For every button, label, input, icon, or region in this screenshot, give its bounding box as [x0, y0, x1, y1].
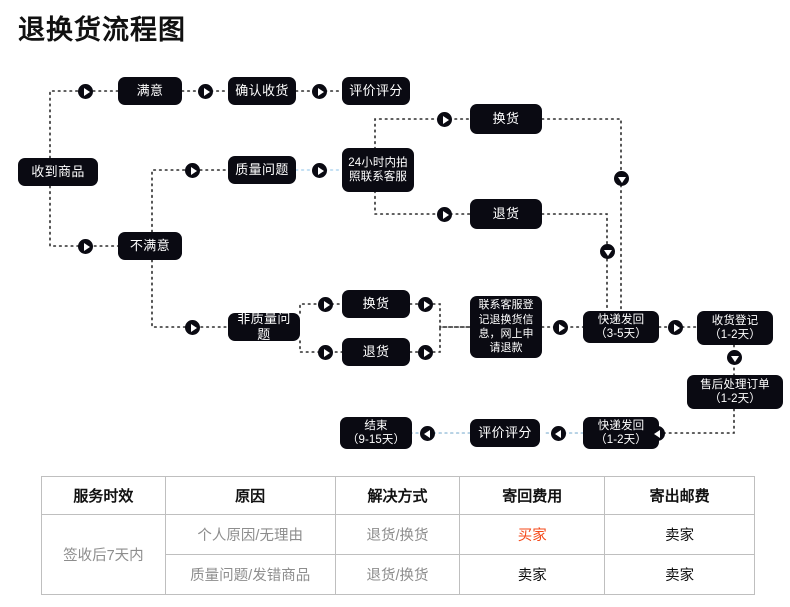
- arrow-unsatisfied-to-quality: [185, 163, 200, 178]
- node-return-bottom[interactable]: 退货: [342, 338, 410, 366]
- arrow-rate-to-finish: [420, 426, 435, 441]
- cell-ship-fee-2: 卖家: [604, 554, 755, 595]
- header-service-timeframe: 服务时效: [41, 476, 166, 515]
- node-finish-9-15-days[interactable]: 结束 （9-15天）: [340, 417, 412, 449]
- arrow-photo-to-exchange: [437, 112, 452, 127]
- node-receive[interactable]: 收到商品: [18, 158, 98, 186]
- arrow-satisfied-to-confirm: [198, 84, 213, 99]
- table-row: 质量问题/发错商品 退货/换货 卖家 卖家: [42, 554, 755, 595]
- arrow-confirm-to-rate: [312, 84, 327, 99]
- arrow-exchange-down: [614, 171, 629, 186]
- cell-return-fee-2: 卖家: [459, 554, 606, 595]
- cell-solution-2: 退货/换货: [334, 554, 461, 595]
- arrow-shipout-to-rate: [551, 426, 566, 441]
- node-aftersale-order-processing[interactable]: 售后处理订单 （1-2天）: [687, 375, 783, 409]
- header-solution: 解决方式: [334, 476, 461, 515]
- node-confirm-receipt[interactable]: 确认收货: [228, 77, 296, 105]
- arrow-nonquality-to-return: [318, 345, 333, 360]
- arrow-receive-to-satisfied: [78, 84, 93, 99]
- arrow-exchange-to-contact: [418, 297, 433, 312]
- arrow-shipback-to-receipt: [668, 320, 683, 335]
- node-contact-customer-service[interactable]: 联系客服登 记退换货信 息，网上申 请退款: [470, 296, 542, 358]
- flowchart: 收到商品 满意 确认收货 评价评分 不满意 质量问题 24小时内拍 照联系客服 …: [0, 0, 790, 470]
- cell-reason-2: 质量问题/发错商品: [164, 554, 336, 595]
- arrow-quality-to-photo: [312, 163, 327, 178]
- arrow-receipt-to-aftersale: [727, 350, 742, 365]
- node-satisfied[interactable]: 满意: [118, 77, 182, 105]
- node-quality-issue[interactable]: 质量问题: [228, 156, 296, 184]
- node-exchange-bottom[interactable]: 换货: [342, 290, 410, 318]
- arrow-return-to-contact: [418, 345, 433, 360]
- arrow-photo-to-return: [437, 207, 452, 222]
- table-header-row: 服务时效 原因 解决方式 寄回费用 寄出邮费: [41, 476, 755, 515]
- arrow-receive-to-unsatisfied: [78, 239, 93, 254]
- header-reason: 原因: [164, 476, 336, 515]
- cell-solution-1: 退货/换货: [334, 514, 461, 555]
- header-ship-fee: 寄出邮费: [604, 476, 755, 515]
- node-rate-top[interactable]: 评价评分: [342, 77, 410, 105]
- node-ship-back-3-5-days[interactable]: 快递发回 （3-5天）: [583, 311, 659, 343]
- service-policy-table: 服务时效 原因 解决方式 寄回费用 寄出邮费 签收后7天内 个人原因/无理由 退…: [41, 476, 755, 595]
- arrow-nonquality-to-exchange: [318, 297, 333, 312]
- cell-ship-fee-1: 卖家: [604, 514, 755, 555]
- node-rate-bottom[interactable]: 评价评分: [470, 419, 540, 447]
- node-unsatisfied[interactable]: 不满意: [118, 232, 182, 260]
- node-non-quality-issue[interactable]: 非质量问题: [228, 311, 300, 342]
- node-photo-24h[interactable]: 24小时内拍 照联系客服: [342, 148, 414, 192]
- header-return-fee: 寄回费用: [459, 476, 606, 515]
- arrow-unsatisfied-to-nonquality: [185, 320, 200, 335]
- page-title: 退换货流程图: [18, 15, 186, 45]
- node-receipt-registration[interactable]: 收货登记 （1-2天）: [697, 311, 773, 345]
- arrow-aftersale-to-shipout: [650, 426, 665, 441]
- arrow-return-down: [600, 244, 615, 259]
- table-row: 签收后7天内 个人原因/无理由 退货/换货 买家 卖家: [41, 514, 755, 595]
- cell-reason-1: 个人原因/无理由: [164, 514, 336, 555]
- cell-return-fee-1: 买家: [459, 514, 606, 555]
- node-ship-out-1-2-days[interactable]: 快递发回 （1-2天）: [583, 417, 659, 449]
- cell-timeframe: 签收后7天内: [41, 514, 166, 595]
- node-exchange-top[interactable]: 换货: [470, 104, 542, 134]
- arrow-contact-to-shipback: [553, 320, 568, 335]
- node-return-top[interactable]: 退货: [470, 199, 542, 229]
